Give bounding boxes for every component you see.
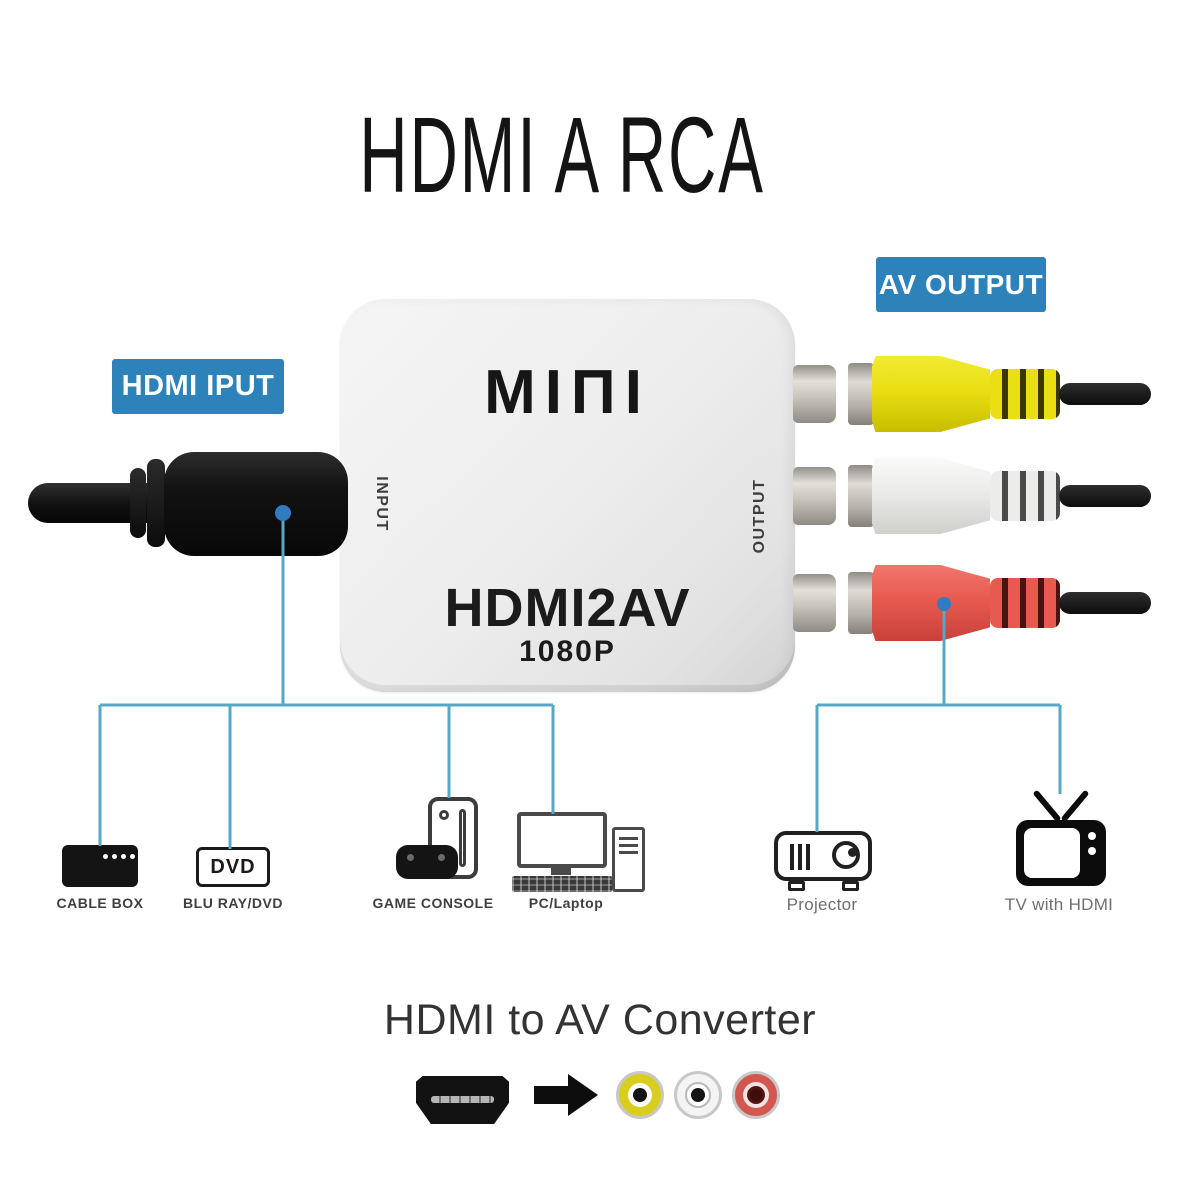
rca-jack-socket-icon: [793, 467, 836, 525]
hdmi-plug: [164, 452, 348, 556]
projector-vent: [806, 844, 810, 870]
arrow-right-icon: [534, 1086, 568, 1104]
hdmi-strain-relief: [130, 468, 146, 538]
projector-foot: [788, 881, 805, 891]
hdmi-connector-icon: [416, 1076, 509, 1124]
rca-cable: [1059, 592, 1151, 614]
tv-icon: [1016, 820, 1106, 886]
device-label-tv: TV with HDMI: [1004, 895, 1114, 914]
dvd-player-icon: DVD: [196, 847, 270, 887]
indicator-dot: [121, 854, 126, 859]
model-label: HDMI2AV: [444, 578, 691, 638]
input-side-label: INPUT: [373, 476, 390, 532]
rca-grip: [990, 471, 1060, 521]
pc-monitor-stand: [551, 868, 571, 875]
rca-connector-yellow: [793, 354, 1153, 434]
page-title: HDMI A RCA: [359, 94, 765, 215]
hdmi-input-label: HDMI IPUT: [112, 359, 284, 414]
pc-monitor-icon: [517, 812, 607, 868]
tv-knob: [1088, 832, 1096, 840]
projector-lens: [832, 841, 860, 869]
pc-tower-icon: [612, 827, 645, 892]
footer-caption: HDMI to AV Converter: [383, 996, 817, 1044]
rca-metal-cap: [848, 572, 874, 634]
hdmi-pin-slot: [431, 1096, 494, 1103]
rca-jack-white-icon: [674, 1071, 722, 1119]
tv-knob: [1088, 847, 1096, 855]
rca-plug-body: [872, 565, 990, 641]
rca-metal-cap: [848, 363, 874, 425]
converter-box: MIΠI INPUT OUTPUT HDMI2AV 1080P: [340, 299, 795, 692]
tv-screen: [1024, 828, 1080, 878]
device-label-game-console: GAME CONSOLE: [372, 895, 494, 911]
rca-grip: [990, 578, 1060, 628]
resolution-label: 1080P: [519, 635, 616, 668]
projector-icon: [774, 831, 872, 881]
gamepad-icon: [396, 845, 458, 879]
projector-vent: [790, 844, 794, 870]
output-side-label: OUTPUT: [751, 478, 768, 554]
rca-plug-body: [872, 356, 990, 432]
rca-jack-red-icon: [732, 1071, 780, 1119]
console-power-circle: [439, 810, 449, 820]
rca-connector-white: [793, 456, 1153, 536]
pc-keyboard-icon: [512, 876, 612, 892]
indicator-dot: [112, 854, 117, 859]
hdmi-strain-relief: [147, 459, 165, 547]
rca-jack-socket-icon: [793, 574, 836, 632]
device-label-cable-box: CABLE BOX: [56, 895, 144, 911]
indicator-dot: [103, 854, 108, 859]
rca-cable: [1059, 383, 1151, 405]
arrow-right-icon: [568, 1074, 598, 1116]
device-label-projector: Projector: [786, 895, 858, 914]
device-label-pc-laptop: PC/Laptop: [528, 895, 604, 911]
rca-jack-yellow-icon: [616, 1071, 664, 1119]
projector-foot: [842, 881, 859, 891]
tv-antenna-icon: [1032, 789, 1062, 823]
rca-plug-body: [872, 458, 990, 534]
av-output-label: AV OUTPUT: [876, 257, 1046, 312]
device-label-blu-ray-dvd: BLU RAY/DVD: [183, 895, 283, 911]
rca-grip: [990, 369, 1060, 419]
indicator-dot: [130, 854, 135, 859]
console-disc-slot: [459, 809, 466, 867]
projector-vent: [798, 844, 802, 870]
rca-jack-socket-icon: [793, 365, 836, 423]
tv-antenna-icon: [1060, 789, 1090, 823]
brand-logo: MIΠI: [484, 358, 651, 427]
projector-lens-dot: [848, 848, 857, 857]
rca-cable: [1059, 485, 1151, 507]
cable-box-icon: [62, 845, 138, 887]
rca-metal-cap: [848, 465, 874, 527]
rca-connector-red: [793, 563, 1153, 643]
